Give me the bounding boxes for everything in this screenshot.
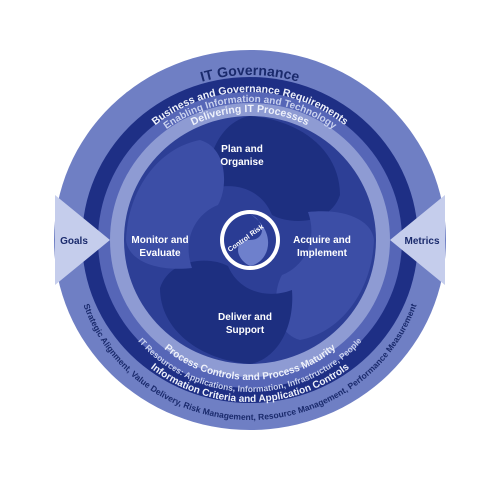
lobe-plan [207,116,340,221]
plan-organise-label-1: Plan and [221,144,263,155]
monitor-evaluate-label-2: Evaluate [139,248,181,259]
plan-organise-label-2: Organise [220,157,264,168]
lobe-deliver [160,260,293,364]
monitor-evaluate-label-1: Monitor and [131,235,188,246]
metrics-label: Metrics [404,236,439,247]
goals-wedge [55,195,110,285]
lobe-monitor [126,140,225,269]
goals-label: Goals [60,236,88,247]
acquire-implement-label-1: Acquire and [293,235,351,246]
metrics-wedge [390,195,445,285]
center-swirl-icon [238,214,269,266]
deliver-support-label-1: Deliver and [218,312,272,323]
acquire-implement-label-2: Implement [297,248,348,259]
deliver-support-label-2: Support [226,325,265,336]
lobe-acquire [275,211,374,340]
